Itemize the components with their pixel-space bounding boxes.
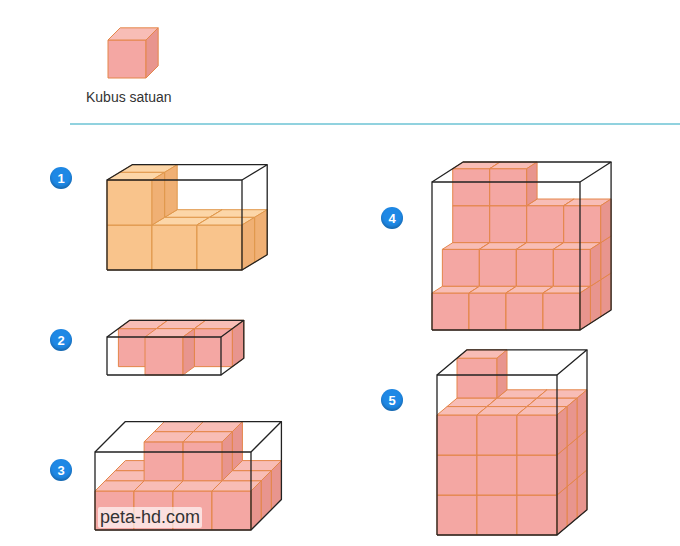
box-outline bbox=[580, 162, 611, 330]
box-outline bbox=[432, 162, 611, 182]
callout-number-text: 2 bbox=[57, 334, 64, 347]
unit-cube-face bbox=[183, 442, 222, 481]
watermark: peta-hd.com bbox=[98, 507, 202, 528]
unit-cube-face bbox=[490, 206, 527, 243]
cube-stack bbox=[108, 28, 158, 78]
unit-cube-face bbox=[590, 243, 600, 287]
unit-cube-face bbox=[517, 415, 557, 455]
unit-cube-face bbox=[453, 169, 490, 206]
unit-cube-face bbox=[183, 329, 194, 375]
unit-cube-face bbox=[517, 455, 557, 495]
callout-number-text: 4 bbox=[388, 212, 395, 225]
box-outline bbox=[242, 165, 267, 270]
cube-stack bbox=[95, 422, 281, 530]
unit-cube-face bbox=[271, 461, 281, 510]
unit-cube-face bbox=[564, 206, 601, 243]
unit-cube-face bbox=[251, 481, 261, 530]
unit-cube-face bbox=[108, 40, 146, 78]
unit-cube-face bbox=[107, 180, 152, 225]
unit-cube-face bbox=[477, 415, 517, 455]
unit-cube-face bbox=[261, 471, 271, 520]
unit-cube-face bbox=[212, 491, 251, 530]
callout-number: 1 bbox=[50, 167, 72, 189]
box-outline bbox=[557, 350, 587, 535]
unit-cube-face bbox=[553, 249, 590, 286]
unit-cube-face bbox=[527, 162, 537, 206]
box-outline bbox=[432, 182, 580, 330]
unit-cube-face bbox=[506, 293, 543, 330]
cube-stack bbox=[107, 320, 244, 375]
callout-number-text: 3 bbox=[57, 464, 64, 477]
unit-cube-face bbox=[601, 273, 611, 317]
unit-cube-face bbox=[222, 432, 232, 481]
unit-cube-face bbox=[517, 495, 557, 535]
box-outline bbox=[437, 350, 587, 375]
unit-cube-face bbox=[145, 337, 183, 375]
callout-number: 4 bbox=[381, 207, 403, 229]
unit-cube-face bbox=[437, 495, 477, 535]
unit-cube-face bbox=[437, 455, 477, 495]
cube-stack bbox=[107, 165, 267, 270]
unit-cube-face bbox=[457, 358, 497, 398]
unit-cube-face bbox=[194, 329, 232, 367]
unit-cube-face bbox=[165, 165, 178, 218]
unit-cube-face bbox=[527, 206, 564, 243]
box-outline bbox=[107, 180, 242, 270]
unit-cube-face bbox=[255, 210, 268, 263]
cube-stack bbox=[432, 162, 611, 330]
unit-cube-face bbox=[577, 390, 587, 438]
unit-cube-face bbox=[601, 199, 611, 243]
box-outline bbox=[107, 337, 221, 375]
unit-cube-face bbox=[543, 293, 580, 330]
unit-cube-face bbox=[601, 236, 611, 280]
callout-number-text: 5 bbox=[388, 394, 395, 407]
unit-cube-face bbox=[197, 225, 242, 270]
unit-cube-face bbox=[477, 455, 517, 495]
unit-cube-face bbox=[567, 398, 577, 446]
callout-number-text: 1 bbox=[57, 172, 64, 185]
unit-cube-face bbox=[107, 225, 152, 270]
unit-cube-face bbox=[442, 249, 479, 286]
box-outline bbox=[251, 422, 281, 530]
unit-cube-face bbox=[490, 169, 527, 206]
unit-cube-face bbox=[477, 495, 517, 535]
box-outline bbox=[107, 320, 244, 337]
unit-cube-face bbox=[580, 286, 590, 330]
unit-cube-face bbox=[497, 350, 507, 398]
box-outline bbox=[95, 452, 251, 530]
callout-number: 5 bbox=[381, 389, 403, 411]
box-outline bbox=[437, 375, 557, 535]
unit-cube-face bbox=[144, 442, 183, 481]
callout-number: 2 bbox=[50, 329, 72, 351]
box-outline bbox=[95, 422, 281, 452]
unit-cube-face bbox=[432, 293, 469, 330]
callout-number: 3 bbox=[50, 459, 72, 481]
cube-stack bbox=[437, 350, 587, 535]
box-outline bbox=[221, 320, 244, 375]
unit-cube-face bbox=[479, 249, 516, 286]
unit-cube-face bbox=[590, 280, 600, 324]
unit-cube-face bbox=[437, 415, 477, 455]
box-outline bbox=[107, 165, 267, 180]
unit-cube-face bbox=[242, 217, 255, 270]
unit-cube-face bbox=[557, 407, 567, 455]
separator-line bbox=[70, 123, 680, 125]
unit-cube-face bbox=[516, 249, 553, 286]
unit-cube-face bbox=[152, 225, 197, 270]
unit-cube-face bbox=[146, 28, 158, 78]
caption-label: Kubus satuan bbox=[84, 89, 174, 105]
unit-cube-face bbox=[232, 422, 242, 471]
unit-cube-face bbox=[469, 293, 506, 330]
unit-cube-face bbox=[453, 206, 490, 243]
